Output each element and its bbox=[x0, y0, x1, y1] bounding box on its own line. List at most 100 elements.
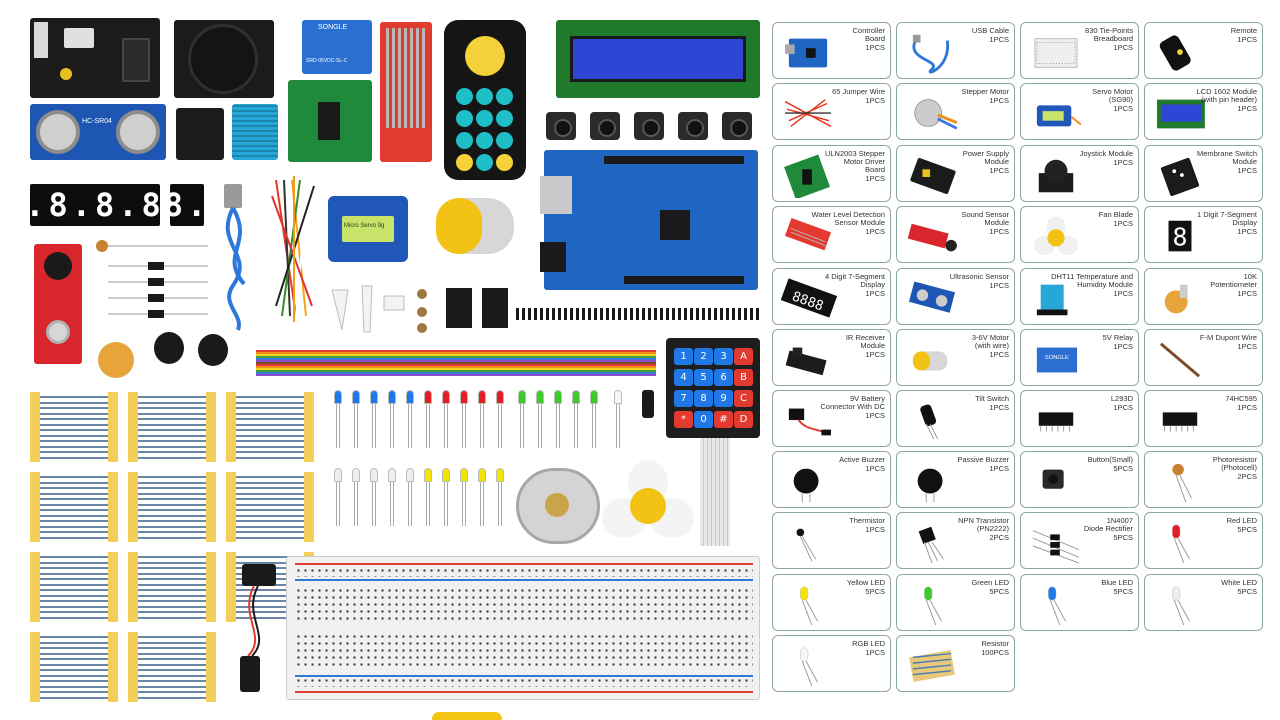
component-name: 1 Digit 7-Segment Display bbox=[1196, 210, 1257, 227]
keypad-key: 3 bbox=[714, 348, 733, 365]
keypad-key: 0 bbox=[694, 411, 713, 428]
fan-blade bbox=[602, 460, 694, 538]
component-quantity: 1PCS bbox=[865, 464, 885, 473]
dc-motor-icon bbox=[912, 351, 948, 371]
led bbox=[460, 390, 468, 448]
stepper-motor bbox=[516, 468, 600, 544]
keypad-key: B bbox=[734, 369, 753, 386]
led bbox=[370, 390, 378, 448]
led bbox=[478, 468, 486, 526]
servo-horns bbox=[331, 285, 427, 333]
component-name: Stepper Motor bbox=[961, 87, 1009, 96]
small-components bbox=[96, 240, 208, 318]
component-name: 1N4007 Diode Rectifier bbox=[1083, 516, 1133, 533]
tilt-switch bbox=[642, 390, 654, 418]
component-quantity: 1PCS bbox=[1113, 219, 1133, 228]
component-card: 3-6V Motor (with wire)1PCS bbox=[896, 329, 1015, 386]
component-quantity: 1PCS bbox=[1113, 104, 1133, 113]
component-card: NPN Transistor (PN2222)2PCS bbox=[896, 512, 1015, 569]
transistor-icon bbox=[918, 526, 944, 564]
component-quantity: 1PCS bbox=[989, 464, 1009, 473]
jumper-wire-icon bbox=[784, 99, 832, 128]
resistor-strip bbox=[226, 392, 314, 462]
component-name: Yellow LED bbox=[846, 578, 885, 587]
component-name: Photoresistor (Photocell) bbox=[1212, 455, 1257, 472]
jumper-wire-bundle bbox=[271, 176, 315, 322]
water-sensor-icon bbox=[784, 217, 832, 251]
component-quantity: 1PCS bbox=[1113, 289, 1133, 298]
buzzer-icon bbox=[917, 468, 943, 503]
component-name: Tilt Switch bbox=[975, 394, 1009, 403]
push-button bbox=[634, 112, 664, 140]
stepper-motor-icon bbox=[914, 99, 958, 130]
keypad-key: D bbox=[734, 411, 753, 428]
component-name: USB Cable bbox=[971, 26, 1009, 35]
led bbox=[442, 390, 450, 448]
resistor-icon bbox=[909, 650, 955, 682]
component-quantity: 1PCS bbox=[865, 43, 885, 52]
controller-board-icon bbox=[785, 38, 828, 68]
seg4-digits: 8.8.8.8. bbox=[1, 186, 189, 224]
component-quantity: 5PCS bbox=[1237, 587, 1257, 596]
membrane-keypad: 1 2 3 A 4 5 6 B 7 8 9 C * 0 # D bbox=[666, 338, 760, 438]
component-quantity: 1PCS bbox=[1237, 342, 1257, 351]
push-button bbox=[590, 112, 620, 140]
dht11-module bbox=[232, 104, 278, 160]
led bbox=[442, 468, 450, 526]
component-name: 5V Relay bbox=[1102, 333, 1133, 342]
component-name: 4 Digit 7-Segment Display bbox=[824, 272, 885, 289]
dc-motor bbox=[436, 198, 514, 254]
component-name: 830 Tie-Points Breadboard bbox=[1085, 26, 1133, 43]
fan-blade-icon bbox=[1034, 216, 1078, 256]
keypad-key: 8 bbox=[694, 390, 713, 407]
led bbox=[496, 468, 504, 526]
led bbox=[388, 468, 396, 526]
component-quantity: 1PCS bbox=[865, 289, 885, 298]
ir-receiver-icon bbox=[785, 347, 827, 376]
potentiometer bbox=[98, 342, 134, 378]
component-card: LCD 1602 Module (with pin header)1PCS bbox=[1144, 83, 1263, 140]
led-rgb-icon bbox=[800, 647, 818, 687]
component-name: Blue LED bbox=[1101, 578, 1133, 587]
sound-sensor-icon bbox=[907, 223, 957, 252]
keypad-key: 6 bbox=[714, 369, 733, 386]
component-name: Red LED bbox=[1226, 516, 1257, 525]
component-name: Thermistor bbox=[849, 516, 885, 525]
lcd-module-icon bbox=[1157, 99, 1205, 129]
one-digit-seven-segment-display: 8. bbox=[164, 184, 206, 226]
ic-chip-icon bbox=[1038, 412, 1074, 432]
keypad-key: * bbox=[674, 411, 693, 428]
seg1-digit: 8. bbox=[163, 186, 211, 224]
component-quantity: 5PCS bbox=[989, 587, 1009, 596]
component-name: Sound Sensor Module bbox=[961, 210, 1009, 227]
component-name: 10K Potentiometer bbox=[1210, 272, 1257, 289]
led bbox=[388, 390, 396, 448]
component-name: Water Level Detection Sensor Module bbox=[811, 210, 885, 227]
svg-text:8: 8 bbox=[1173, 223, 1188, 252]
joystick-module bbox=[174, 20, 274, 98]
rgb-led bbox=[614, 390, 622, 448]
driver-board-icon bbox=[784, 154, 831, 198]
component-name: Controller Board bbox=[852, 26, 885, 43]
thermistor-icon bbox=[796, 528, 817, 562]
potentiometer-icon bbox=[1164, 284, 1188, 314]
component-card: Button(Small)5PCS bbox=[1020, 451, 1139, 508]
led bbox=[572, 390, 580, 448]
component-quantity: 1PCS bbox=[865, 648, 885, 657]
component-quantity: 1PCS bbox=[1237, 35, 1257, 44]
led bbox=[424, 468, 432, 526]
component-quantity: 5PCS bbox=[1113, 464, 1133, 473]
component-name: 9V Battery Connector With DC bbox=[820, 394, 885, 411]
keypad-key: 9 bbox=[714, 390, 733, 407]
